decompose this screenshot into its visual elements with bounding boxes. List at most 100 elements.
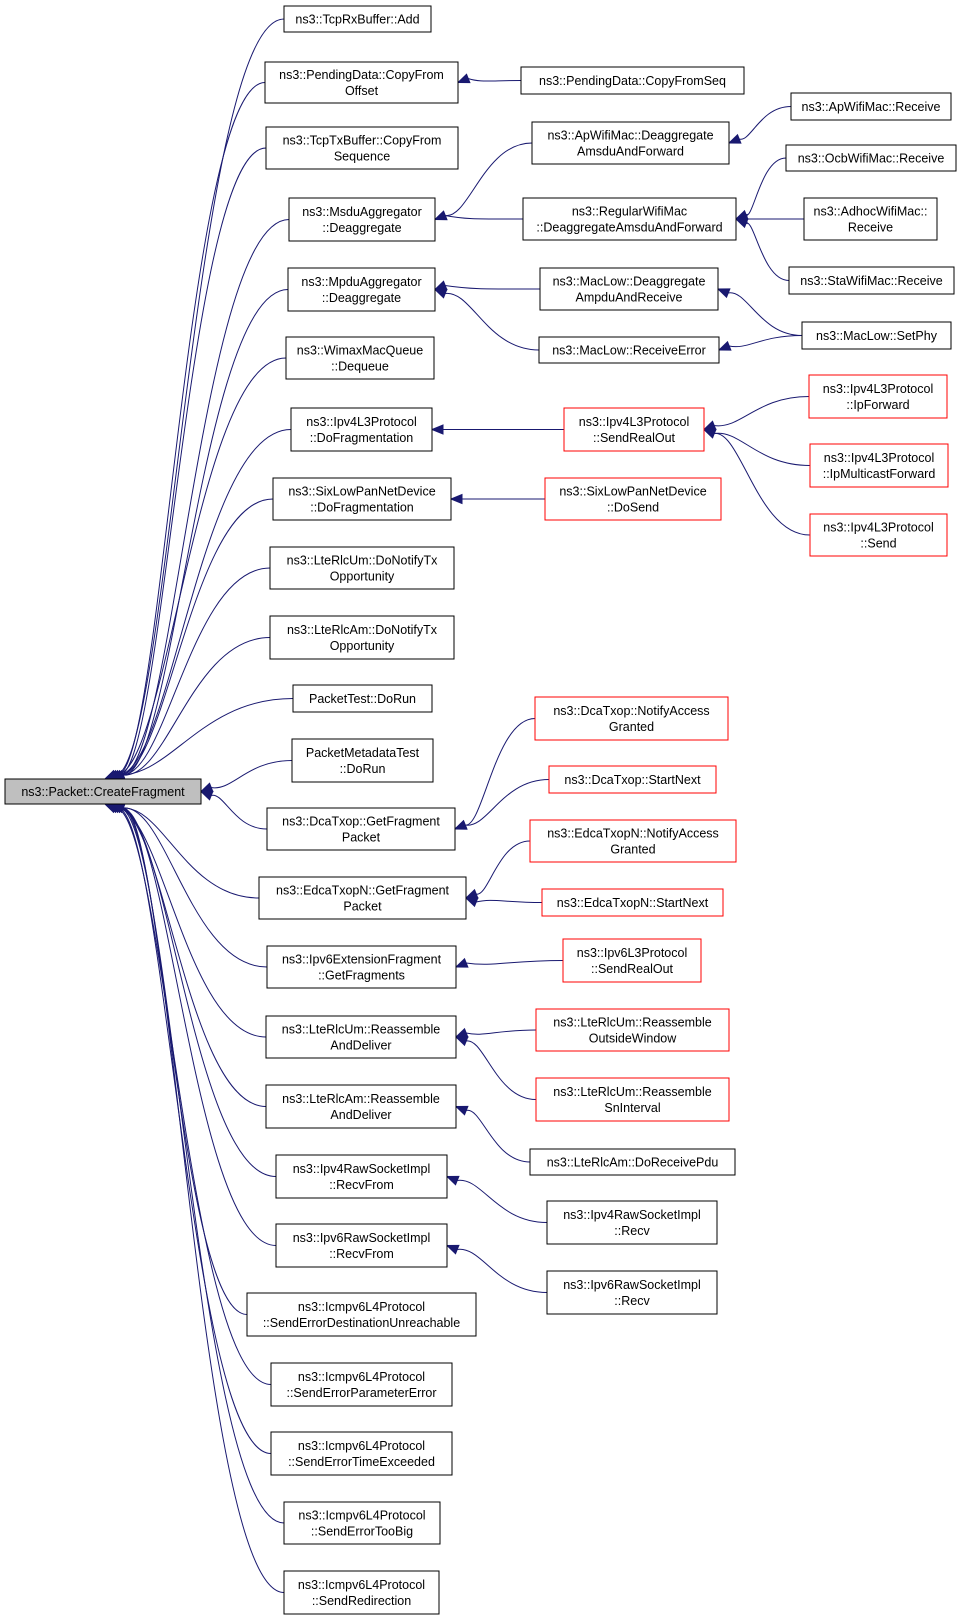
node-box: [803, 197, 938, 241]
node-box: [292, 684, 433, 713]
node-mpduagg[interactable]: ns3::MpduAggregator::Deaggregate: [287, 267, 436, 312]
node-label: ns3::Ipv4L3Protocol: [823, 382, 934, 396]
node-label: ::IpForward: [846, 398, 909, 412]
node-icmpredir[interactable]: ns3::Icmpv6L4Protocol::SendRedirection: [283, 1570, 440, 1615]
node-label: ::RecvFrom: [329, 1247, 394, 1261]
node-sixdosend[interactable]: ns3::SixLowPanNetDevice::DoSend: [544, 477, 722, 521]
node-box: [269, 615, 455, 660]
node-tcprxadd[interactable]: ns3::TcpRxBuffer::Add: [283, 5, 432, 33]
node-box: [283, 1501, 441, 1545]
node-label: ::DeaggregateAmsduAndForward: [536, 221, 722, 235]
node-ipv6sendrealout[interactable]: ns3::Ipv6L3Protocol::SendRealOut: [562, 938, 702, 983]
node-msduagg[interactable]: ns3::MsduAggregator::Deaggregate: [288, 197, 436, 242]
node-label: Receive: [848, 221, 893, 235]
node-box: [270, 1362, 453, 1407]
node-icmpdest[interactable]: ns3::Icmpv6L4Protocol::SendErrorDestinat…: [246, 1292, 477, 1337]
call-edge: [109, 219, 290, 780]
node-label: ::SendErrorParameterError: [286, 1386, 436, 1400]
node-ipv4send[interactable]: ns3::Ipv4L3Protocol::Send: [809, 513, 948, 557]
call-edge: [107, 147, 267, 780]
node-root[interactable]: ns3::Packet::CreateFragment: [4, 778, 202, 805]
node-ipv6extfrag[interactable]: ns3::Ipv6ExtensionFragment::GetFragments: [266, 945, 457, 989]
edges-layer: [103, 18, 811, 1593]
node-box: [269, 546, 455, 590]
node-label: ns3::StaWifiMac::Receive: [800, 274, 942, 288]
call-edge: [454, 1027, 537, 1038]
node-label: ns3::Ipv4L3Protocol: [823, 521, 934, 535]
node-regdeagg[interactable]: ns3::RegularWifiMac::DeaggregateAmsduAnd…: [522, 197, 737, 241]
call-edge: [454, 1105, 531, 1163]
node-label: ns3::Ipv6RawSocketImpl: [293, 1231, 431, 1245]
node-label: ns3::Ipv6L3Protocol: [577, 946, 688, 960]
node-label: Packet: [342, 831, 381, 845]
node-icmptime[interactable]: ns3::Icmpv6L4Protocol::SendErrorTimeExce…: [270, 1431, 453, 1476]
node-ipv6rawrecvfrom[interactable]: ns3::Ipv6RawSocketImpl::RecvFrom: [275, 1223, 448, 1268]
node-pdcopyseq[interactable]: ns3::PendingData::CopyFromSeq: [520, 66, 745, 95]
node-ipv4dofrag[interactable]: ns3::Ipv4L3Protocol::DoFragmentation: [290, 407, 433, 452]
node-label: PacketMetadataTest: [306, 746, 420, 760]
node-ipv4rawrecvfrom[interactable]: ns3::Ipv4RawSocketImpl::RecvFrom: [275, 1154, 448, 1199]
node-label: ns3::Icmpv6L4Protocol: [298, 1578, 425, 1592]
node-label: ::DoSend: [607, 501, 659, 515]
node-box: [290, 407, 433, 452]
node-label: SnInterval: [604, 1101, 660, 1115]
node-adhocrecv[interactable]: ns3::AdhocWifiMac::Receive: [803, 197, 938, 241]
node-ocbrecv[interactable]: ns3::OcbWifiMac::Receive: [785, 144, 957, 172]
node-box: [788, 266, 955, 295]
call-edge: [734, 157, 787, 220]
node-label: ::SendRedirection: [312, 1594, 411, 1608]
call-edge: [105, 803, 272, 1454]
node-box: [808, 374, 948, 419]
node-ipv4rawrecv[interactable]: ns3::Ipv4RawSocketImpl::Recv: [546, 1200, 718, 1245]
node-ipv6rawrecv[interactable]: ns3::Ipv6RawSocketImpl::Recv: [546, 1270, 718, 1315]
node-box: [258, 876, 467, 920]
node-label: Opportunity: [330, 639, 395, 653]
node-dcastartnext[interactable]: ns3::DcaTxop::StartNext: [548, 765, 717, 794]
node-label: AndDeliver: [330, 1108, 391, 1122]
node-box: [4, 778, 202, 805]
node-icmpbig[interactable]: ns3::Icmpv6L4Protocol::SendErrorTooBig: [283, 1501, 441, 1545]
node-box: [270, 1431, 453, 1476]
node-box: [785, 144, 957, 172]
node-box: [272, 477, 452, 521]
call-edge: [445, 1244, 548, 1293]
node-starecv[interactable]: ns3::StaWifiMac::Receive: [788, 266, 955, 295]
node-icmpparam[interactable]: ns3::Icmpv6L4Protocol::SendErrorParamete…: [270, 1362, 453, 1407]
node-box: [535, 1077, 730, 1122]
node-label: ns3::AdhocWifiMac::: [814, 205, 928, 219]
node-aprecv[interactable]: ns3::ApWifiMac::Receive: [790, 92, 952, 121]
node-box: [266, 945, 457, 989]
node-maclowsetphy[interactable]: ns3::MacLow::SetPhy: [801, 321, 952, 350]
call-edge: [107, 803, 277, 1177]
node-rlcamrecvpdu[interactable]: ns3::LteRlcAm::DoReceivePdu: [529, 1148, 736, 1176]
node-label: Granted: [609, 720, 654, 734]
node-pmdtest[interactable]: PacketMetadataTest::DoRun: [291, 738, 434, 783]
node-apdeagg[interactable]: ns3::ApWifiMac::DeaggregateAmsduAndForwa…: [531, 121, 730, 165]
node-wimaxdeq[interactable]: ns3::WimaxMacQueue::Dequeue: [285, 336, 435, 380]
node-ipv4sendrealout[interactable]: ns3::Ipv4L3Protocol::SendRealOut: [563, 407, 705, 452]
node-packettest[interactable]: PacketTest::DoRun: [292, 684, 433, 713]
node-label: ns3::Ipv4L3Protocol: [579, 415, 690, 429]
node-maclowrecverr[interactable]: ns3::MacLow::ReceiveError: [538, 336, 720, 364]
node-sixdofrag[interactable]: ns3::SixLowPanNetDevice::DoFragmentation: [272, 477, 452, 521]
node-label: ns3::Icmpv6L4Protocol: [298, 1439, 425, 1453]
node-label: AmsduAndForward: [577, 145, 684, 159]
node-label: ns3::PendingData::CopyFrom: [279, 68, 444, 82]
call-edge: [702, 396, 810, 431]
node-ipv4ipfwd[interactable]: ns3::Ipv4L3Protocol::IpForward: [808, 374, 948, 419]
node-ipv4mcast[interactable]: ns3::Ipv4L3Protocol::IpMulticastForward: [809, 443, 949, 488]
node-edcastartnext[interactable]: ns3::EdcaTxopN::StartNext: [541, 888, 724, 917]
